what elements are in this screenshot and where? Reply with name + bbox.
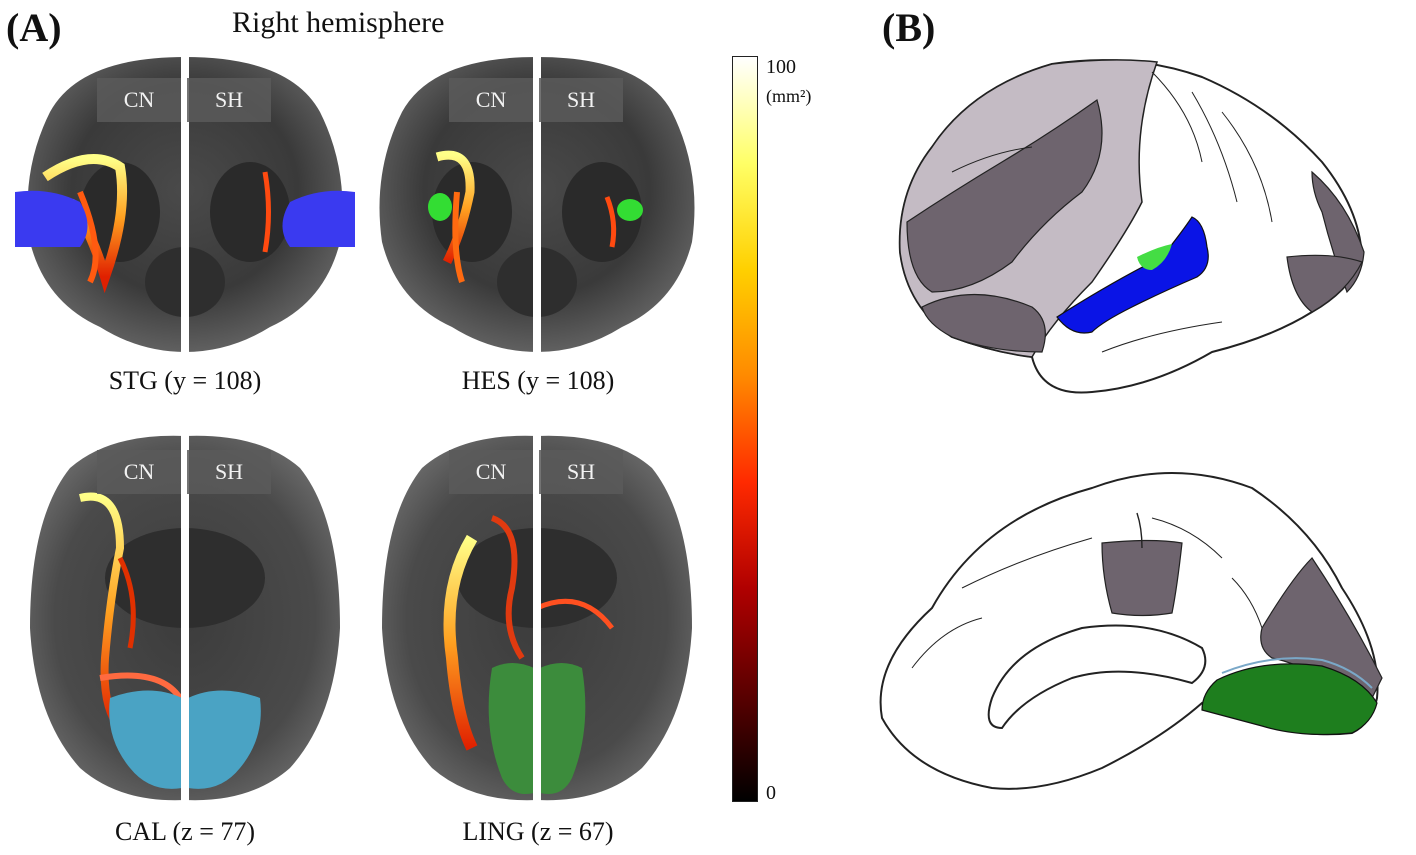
caption-ling: LING (z = 67) — [462, 817, 614, 846]
brain-lateral-view — [892, 52, 1382, 402]
stg-roi-right — [282, 190, 355, 247]
tag-cn: CN — [449, 450, 533, 494]
colorbar-unit: (mm²) — [766, 86, 812, 106]
cal-roi-right — [188, 690, 261, 789]
hes-roi-right — [617, 199, 643, 221]
slice-ling: CN SH — [362, 428, 712, 806]
hes-roi-left — [428, 193, 452, 221]
region-dark-frontal — [906, 99, 1103, 293]
slice-cal: CN SH — [10, 428, 360, 806]
slice-stg: CN SH — [10, 52, 360, 358]
brain-medial-view — [872, 448, 1392, 808]
tag-cn: CN — [449, 78, 533, 122]
ling-roi-left — [488, 663, 534, 794]
caption-stg: STG (y = 108) — [108, 366, 262, 395]
hemisphere-title: Right hemisphere — [232, 6, 445, 39]
ling-roi-right — [540, 663, 586, 794]
tag-cn: CN — [97, 78, 181, 122]
colorbar — [732, 56, 758, 802]
region-lingual — [1201, 663, 1378, 736]
region-medial-parietal — [1101, 539, 1183, 617]
colorbar-min-label: 0 — [766, 782, 776, 804]
panel-a-label: (A) — [6, 5, 62, 50]
tag-sh: SH — [539, 450, 623, 494]
colorbar-max-label: 100 — [766, 56, 796, 78]
tag-cn: CN — [97, 450, 181, 494]
slice-hes: CN SH — [362, 52, 712, 358]
cal-roi-left — [109, 690, 182, 789]
region-green-hes — [1137, 244, 1172, 270]
tag-sh: SH — [539, 78, 623, 122]
caption-hes: HES (y = 108) — [461, 366, 615, 395]
panel-b-label: (B) — [882, 5, 936, 50]
tag-sh: SH — [187, 450, 271, 494]
region-calcarine-line — [1221, 657, 1373, 689]
stg-roi-left — [15, 190, 88, 247]
tag-sh: SH — [187, 78, 271, 122]
caption-cal: CAL (z = 77) — [114, 817, 256, 846]
